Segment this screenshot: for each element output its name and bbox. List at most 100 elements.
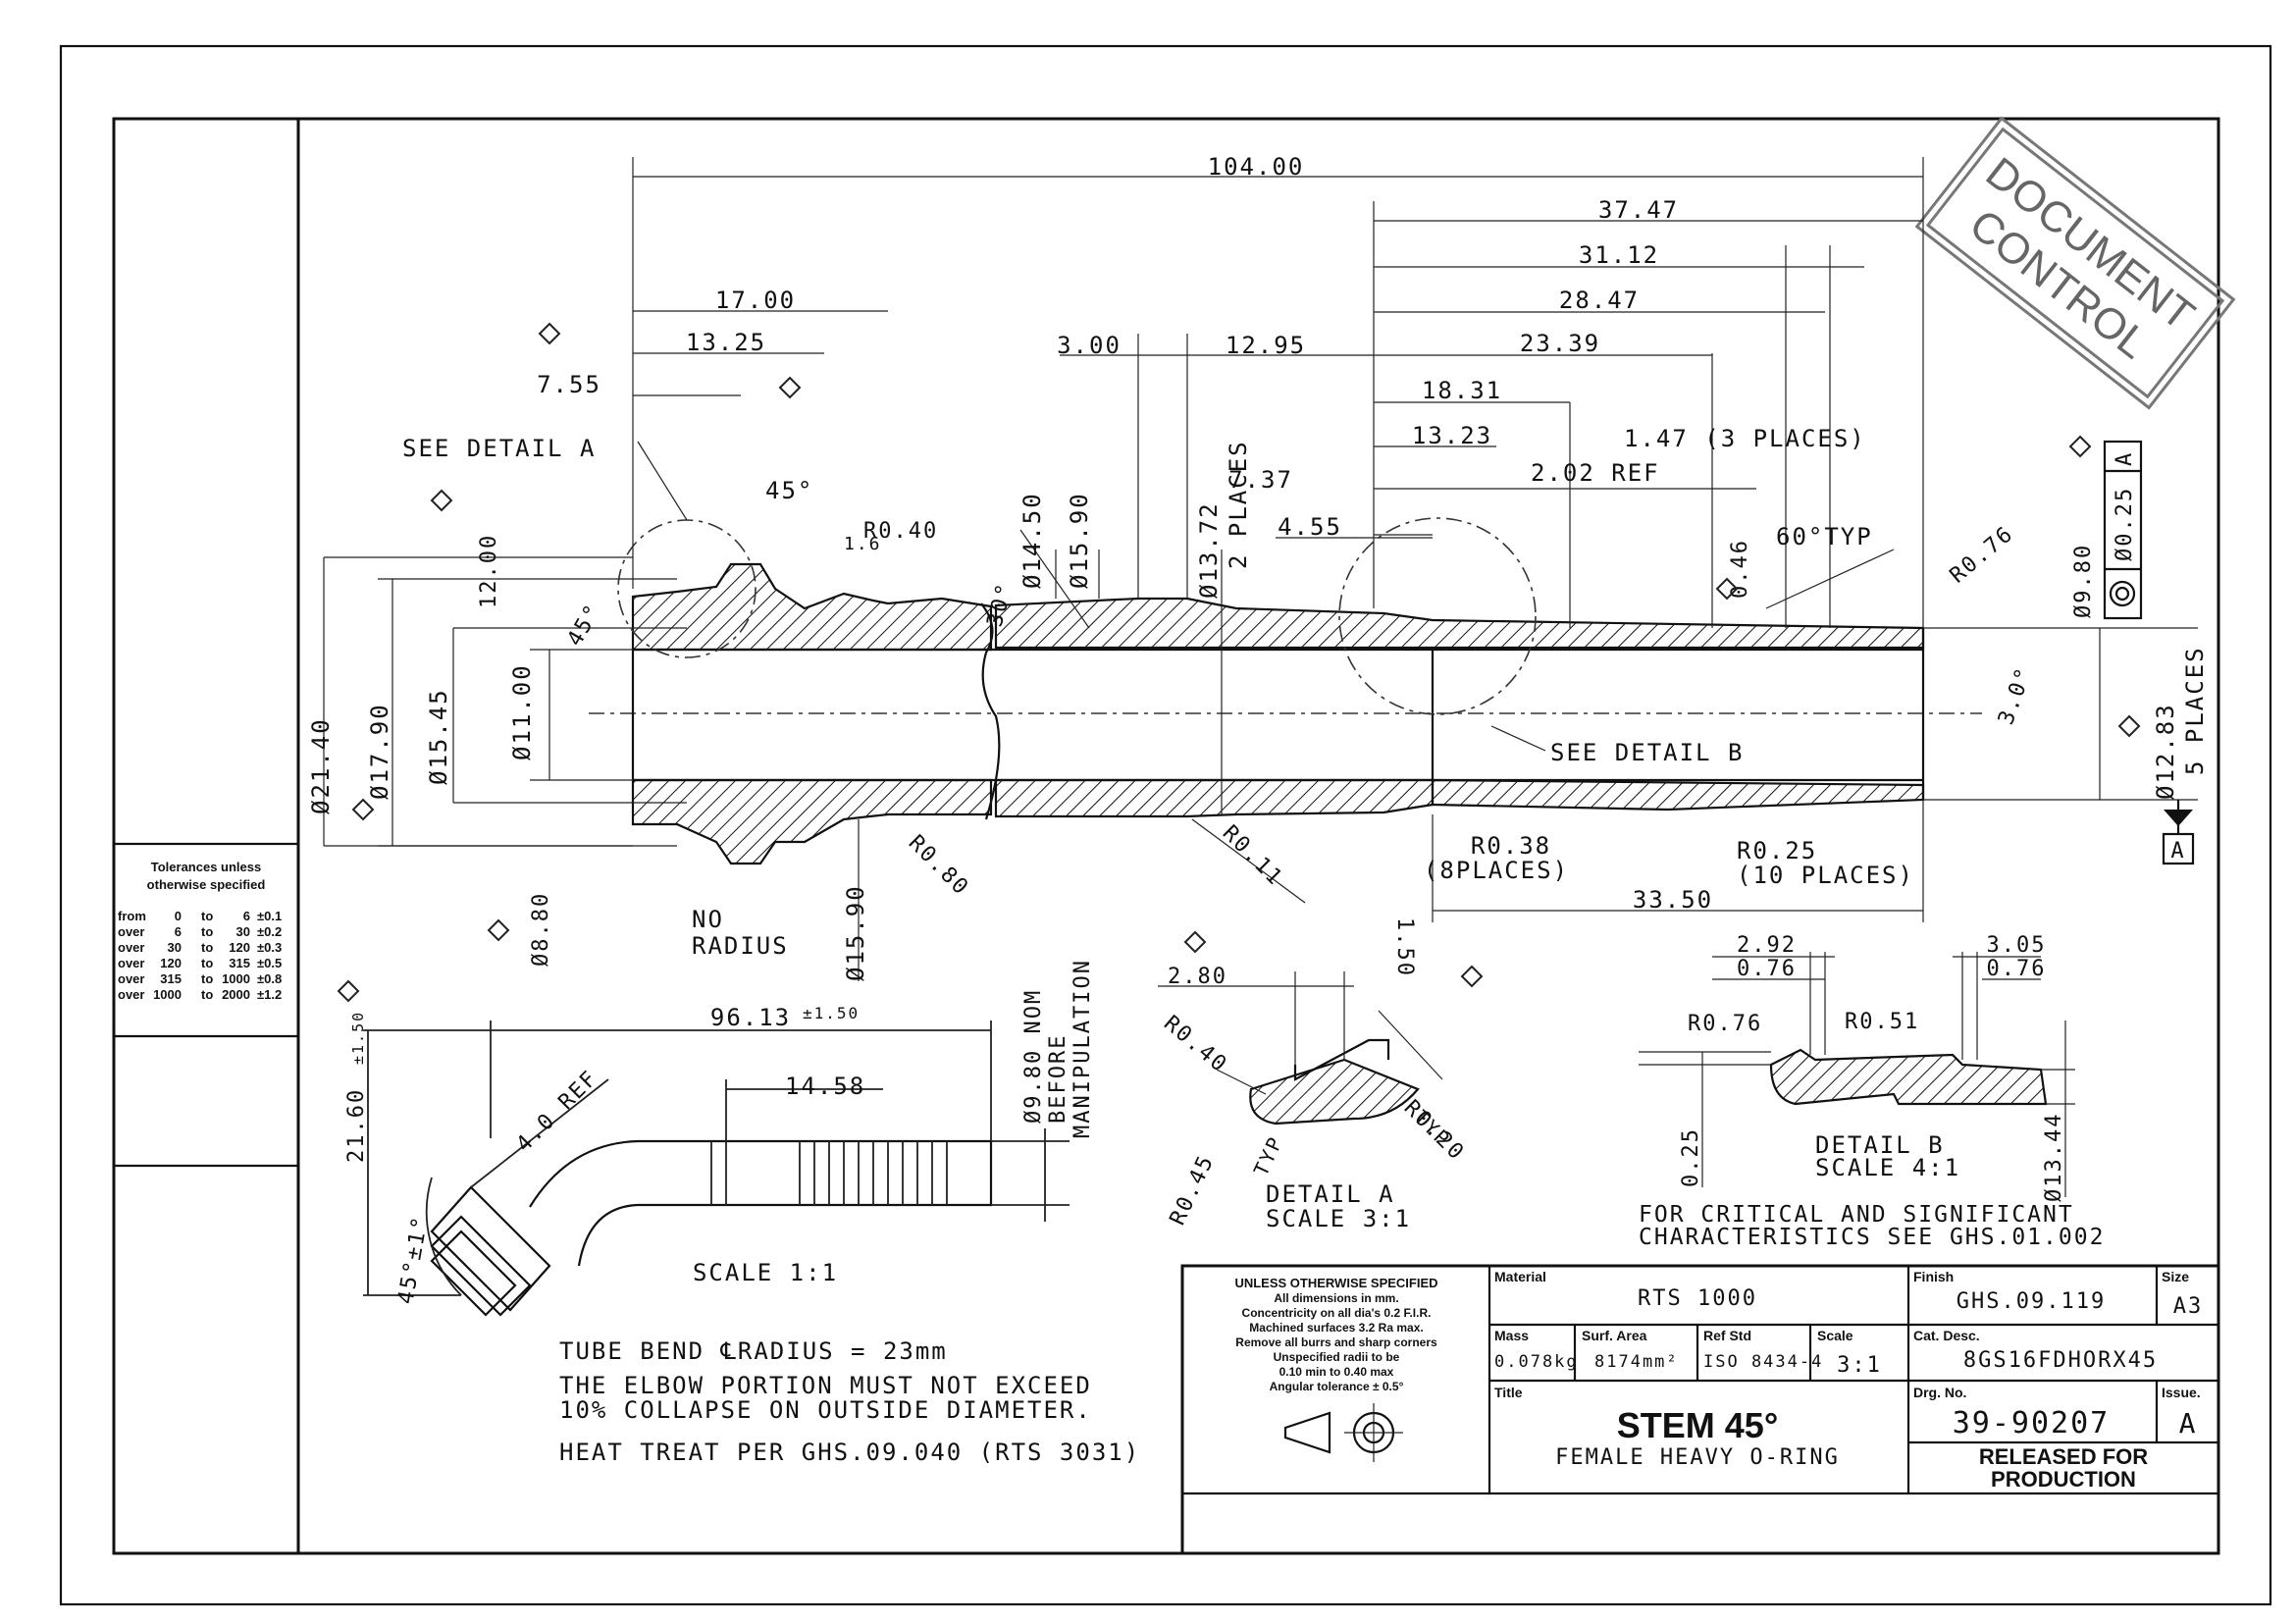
svg-text:5 PLACES: 5 PLACES — [2181, 646, 2209, 775]
svg-text:BEFORE: BEFORE — [1046, 1034, 1070, 1124]
tolerance-cell: ±1.2 — [257, 987, 282, 1002]
svg-text:FEMALE HEAVY O-RING: FEMALE HEAVY O-RING — [1555, 1445, 1840, 1470]
svg-text:4.0 REF: 4.0 REF — [512, 1066, 603, 1157]
svg-text:Ø9.80 NOM: Ø9.80 NOM — [1021, 989, 1046, 1124]
svg-text:96.13: 96.13 — [710, 1004, 791, 1031]
svg-text:SCALE 4:1: SCALE 4:1 — [1815, 1154, 1960, 1181]
svg-text:Ø14.50: Ø14.50 — [1018, 492, 1046, 589]
svg-text:RELEASED FOR: RELEASED FOR — [1979, 1444, 2148, 1469]
svg-text:Ø15.45: Ø15.45 — [425, 688, 452, 785]
svg-text:28.47: 28.47 — [1559, 287, 1640, 314]
tolerance-cell: 0 — [175, 909, 182, 923]
tolerance-cell: to — [201, 956, 213, 970]
svg-text:Title: Title — [1494, 1385, 1523, 1400]
feature-control-frame: Ø0.25 A A — [2103, 440, 2195, 865]
unless-specified-line: UNLESS OTHERWISE SPECIFIED — [1234, 1276, 1437, 1290]
svg-text:0.078kg: 0.078kg — [1494, 1352, 1579, 1372]
svg-text:otherwise specified: otherwise specified — [147, 877, 266, 892]
unless-specified-line: 0.10 min to 0.40 max — [1279, 1365, 1394, 1379]
svg-text:Ø17.90: Ø17.90 — [366, 703, 393, 800]
svg-text:10% COLLAPSE ON OUTSIDE DIAMET: 10% COLLAPSE ON OUTSIDE DIAMETER. — [559, 1396, 1092, 1424]
svg-text:NO: NO — [692, 906, 724, 933]
tolerance-cell: ±0.8 — [257, 971, 282, 986]
tolerance-cell: 315 — [160, 971, 182, 986]
svg-text:Ø0.25: Ø0.25 — [2113, 487, 2137, 561]
tolerance-cell: over — [118, 971, 144, 986]
critical-diamond-markers — [337, 322, 2141, 1003]
svg-text:Ref Std: Ref Std — [1703, 1328, 1751, 1343]
outer-border — [59, 44, 2272, 1606]
elbow-view: 96.13 ±1.50 14.58 4.0 REF 21.60 ±1.50 Ø9… — [344, 959, 1095, 1317]
svg-text:Scale: Scale — [1817, 1328, 1853, 1343]
svg-text:A: A — [2179, 1407, 2198, 1440]
svg-text:THE ELBOW PORTION MUST NOT EXC: THE ELBOW PORTION MUST NOT EXCEED — [559, 1372, 1092, 1399]
svg-text:SEE DETAIL A: SEE DETAIL A — [402, 435, 596, 462]
tolerance-cell: 120 — [160, 956, 182, 970]
svg-text:0.25: 0.25 — [1679, 1127, 1703, 1187]
svg-text:(8PLACES): (8PLACES) — [1424, 857, 1569, 884]
svg-text:RTS 1000: RTS 1000 — [1638, 1286, 1757, 1311]
svg-text:R0.76: R0.76 — [1946, 521, 2018, 588]
svg-text:45°: 45° — [765, 477, 813, 504]
svg-text:Ø11.00: Ø11.00 — [508, 663, 536, 760]
detail-a-view: 2.80 R0.40 R0.45 TYP R0.20 TYP 1.50 DETA… — [1158, 917, 1469, 1232]
svg-text:SCALE 3:1: SCALE 3:1 — [1266, 1205, 1411, 1232]
svg-text:0.76: 0.76 — [1987, 957, 2047, 981]
svg-text:12.00: 12.00 — [477, 534, 501, 608]
svg-text:45°: 45° — [563, 600, 607, 651]
svg-text:39-90207: 39-90207 — [1953, 1406, 2111, 1440]
tolerance-cell: to — [201, 971, 213, 986]
svg-text:R0.45: R0.45 — [1166, 1151, 1220, 1230]
tolerance-cell: over — [118, 987, 144, 1002]
svg-text:Ø8.80: Ø8.80 — [529, 892, 553, 967]
svg-text:R0.25: R0.25 — [1737, 837, 1817, 864]
svg-text:Ø15.90: Ø15.90 — [842, 884, 869, 981]
main-dimension-texts: 104.00 17.00 13.25 7.55 3.00 12.95 37.47… — [307, 153, 2209, 981]
tolerance-cell: ±0.2 — [257, 924, 282, 939]
svg-text:4.55: 4.55 — [1278, 513, 1342, 541]
svg-text:33.50: 33.50 — [1633, 886, 1713, 914]
tolerance-cell: over — [118, 924, 144, 939]
tolerance-cell: to — [201, 987, 213, 1002]
unless-specified-line: Remove all burrs and sharp corners — [1235, 1335, 1437, 1349]
svg-text:Drg. No.: Drg. No. — [1913, 1385, 1966, 1400]
svg-text:45°±1°: 45°±1° — [393, 1214, 434, 1306]
tolerance-table: Tolerances unless otherwise specified fr… — [118, 860, 282, 1002]
svg-text:17.00: 17.00 — [715, 287, 796, 314]
tolerance-cell: 315 — [229, 956, 250, 970]
tolerance-cell: 30 — [236, 924, 250, 939]
svg-text:Ø15.90: Ø15.90 — [1066, 492, 1093, 589]
tolerance-cell: 6 — [243, 909, 250, 923]
svg-text:2.92: 2.92 — [1737, 933, 1797, 958]
svg-text:3:1: 3:1 — [1837, 1353, 1882, 1378]
svg-text:7.55: 7.55 — [537, 371, 601, 398]
unless-specified-line: Angular tolerance ± 0.5° — [1270, 1380, 1404, 1393]
inner-border — [112, 117, 2220, 1555]
svg-text:Finish: Finish — [1913, 1269, 1954, 1284]
svg-text:12.95: 12.95 — [1226, 332, 1306, 359]
unless-specified-line: Unspecified radii to be — [1274, 1350, 1400, 1364]
svg-text:Tolerances unless: Tolerances unless — [151, 860, 261, 874]
svg-text:Size: Size — [2162, 1269, 2189, 1284]
svg-text:0.46: 0.46 — [1728, 539, 1752, 599]
svg-text:8174mm²: 8174mm² — [1594, 1352, 1679, 1372]
svg-text:Ø12.83: Ø12.83 — [2152, 703, 2179, 800]
svg-text:1.50: 1.50 — [1392, 917, 1417, 977]
tolerance-cell: ±0.3 — [257, 940, 282, 955]
tolerance-cell: from — [118, 909, 146, 923]
svg-text:2.02 REF: 2.02 REF — [1531, 459, 1660, 487]
svg-text:0.76: 0.76 — [1737, 957, 1797, 981]
svg-text:A: A — [2170, 839, 2185, 864]
svg-text:Issue.: Issue. — [2162, 1385, 2201, 1400]
svg-text:60°TYP: 60°TYP — [1776, 523, 1873, 550]
svg-text:TYP: TYP — [1249, 1132, 1288, 1179]
svg-text:Surf. Area: Surf. Area — [1582, 1328, 1647, 1343]
tolerance-cell: 6 — [175, 924, 182, 939]
svg-text:1.47 (3 PLACES): 1.47 (3 PLACES) — [1624, 425, 1866, 452]
svg-text:±1.50: ±1.50 — [803, 1004, 860, 1022]
svg-text:13.25: 13.25 — [686, 329, 766, 356]
svg-text:MANIPULATION: MANIPULATION — [1070, 959, 1095, 1138]
svg-text:SEE DETAIL B: SEE DETAIL B — [1550, 739, 1744, 766]
tolerance-cell: to — [201, 924, 213, 939]
svg-text:DETAIL A: DETAIL A — [1266, 1180, 1395, 1208]
